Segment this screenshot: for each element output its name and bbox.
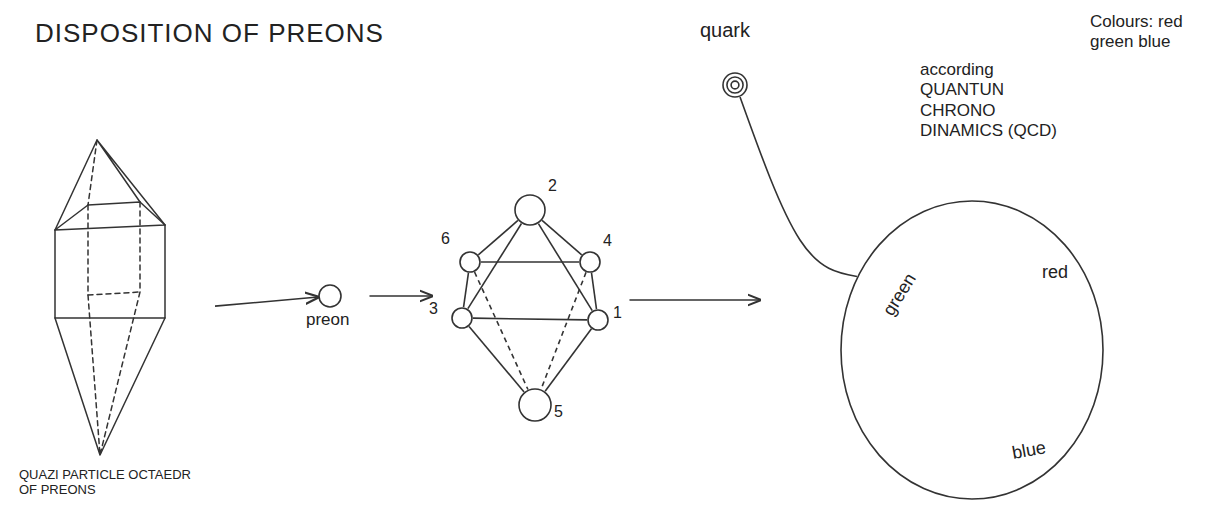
preon-circle-outline bbox=[459, 251, 481, 273]
colour-name: red bbox=[1042, 262, 1068, 284]
preon-circle-outline bbox=[587, 309, 609, 331]
preon-circle-outline bbox=[451, 307, 473, 329]
quasi-particle-box: QUAZI PARTICLE OCTAEDR OF PREONS bbox=[15, 130, 215, 500]
flow-arrow bbox=[215, 297, 318, 306]
preon-circle: 5 bbox=[518, 388, 552, 422]
sheet-title: DISPOSITION OF PREONS bbox=[35, 18, 384, 49]
preon-circle: 4 bbox=[579, 251, 601, 273]
node-label: 5 bbox=[554, 402, 563, 421]
bond-line bbox=[475, 272, 528, 390]
preon-circle-outline bbox=[518, 388, 552, 422]
bond-line bbox=[464, 273, 469, 307]
flow-arrow bbox=[630, 299, 760, 301]
bond-line bbox=[469, 326, 524, 392]
preon-circle: 6 bbox=[459, 251, 481, 273]
octahedron-figure bbox=[55, 140, 165, 455]
preon-circle: 1 bbox=[587, 309, 609, 331]
node-label: 2 bbox=[548, 176, 557, 195]
colour-note: Colours: red green blue bbox=[1090, 12, 1205, 53]
bond-line bbox=[542, 220, 582, 254]
flow-arrow bbox=[370, 295, 432, 297]
qcd-circle: according QUANTUN CHRONO DINAMICS (QCD) bbox=[840, 200, 1104, 500]
preon-circle: 3 bbox=[451, 307, 473, 329]
preon-circle: 2 bbox=[514, 194, 546, 226]
region-heading: according QUANTUN CHRONO DINAMICS (QCD) bbox=[920, 60, 1080, 142]
bond-line bbox=[473, 318, 587, 320]
preon-circle-outline bbox=[579, 251, 601, 273]
figure-caption: QUAZI PARTICLE OCTAEDR OF PREONS bbox=[15, 465, 215, 500]
preon-circle-outline bbox=[318, 284, 342, 308]
bond-line bbox=[592, 273, 597, 309]
bond-line bbox=[541, 272, 586, 389]
colour-string bbox=[740, 97, 857, 276]
node-label: preon bbox=[306, 310, 349, 330]
node-label: 1 bbox=[613, 303, 622, 322]
node-label: quark bbox=[700, 18, 750, 42]
node-label: 6 bbox=[441, 229, 450, 248]
qcd-circle-outline bbox=[840, 200, 1104, 500]
node-label: 3 bbox=[429, 299, 438, 318]
preon-circle: preon bbox=[318, 284, 342, 308]
preon-circle-outline bbox=[514, 194, 546, 226]
node-label: 4 bbox=[603, 231, 612, 250]
quark-symbol-outline bbox=[722, 72, 748, 98]
quark-symbol: quark bbox=[722, 72, 748, 98]
bond-line bbox=[481, 261, 579, 263]
